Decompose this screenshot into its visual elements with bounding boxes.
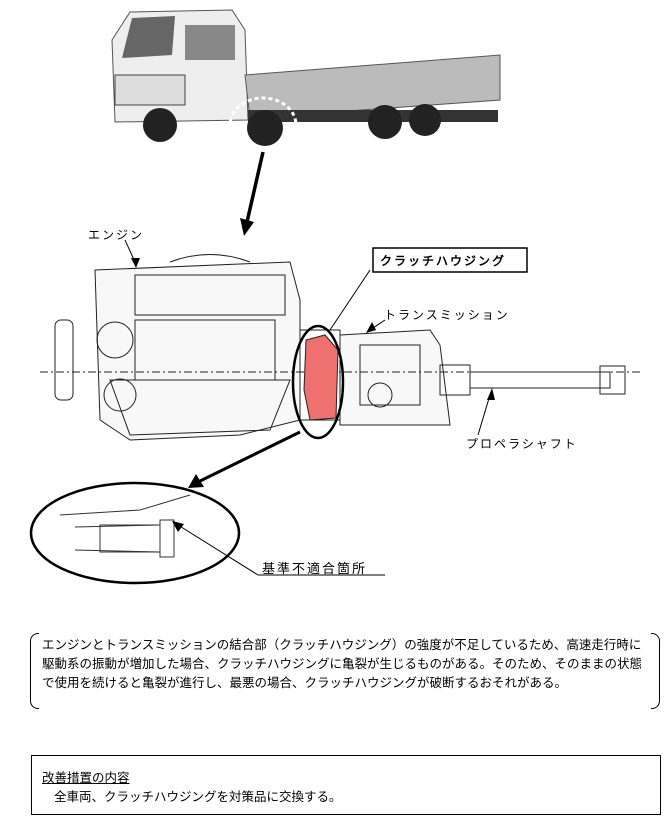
right-bracket xyxy=(651,633,660,709)
remedy-body: 全車両、クラッチハウジングを対策品に交換する。 xyxy=(54,789,342,804)
description-text: エンジンとトランスミッションの結合部（クラッチハウジング）の強度が不足しているた… xyxy=(42,637,643,690)
clutch-housing-highlight xyxy=(303,334,339,421)
propeller-shaft-label: プロペラシャフト xyxy=(466,437,578,451)
engine-label: エンジン xyxy=(88,228,145,242)
clutch-housing-label: クラッチハウジング xyxy=(380,254,507,268)
truck-image xyxy=(111,9,501,154)
remedy-title: 改善措置の内容 xyxy=(42,770,130,785)
nonconforming-part-label: 基準不適合箇所 xyxy=(262,562,368,577)
drivetrain-diagram xyxy=(40,254,640,441)
remedy-box: 改善措置の内容 全車両、クラッチハウジングを対策品に交換する。 xyxy=(31,755,661,815)
transmission-label: トランスミッション xyxy=(384,308,510,322)
defect-description: エンジンとトランスミッションの結合部（クラッチハウジング）の強度が不足しているた… xyxy=(30,633,660,709)
truck-illustration xyxy=(29,9,640,585)
left-bracket xyxy=(30,633,39,709)
clutch-highlight-ellipse xyxy=(291,324,345,440)
detail-ellipse xyxy=(29,481,241,585)
